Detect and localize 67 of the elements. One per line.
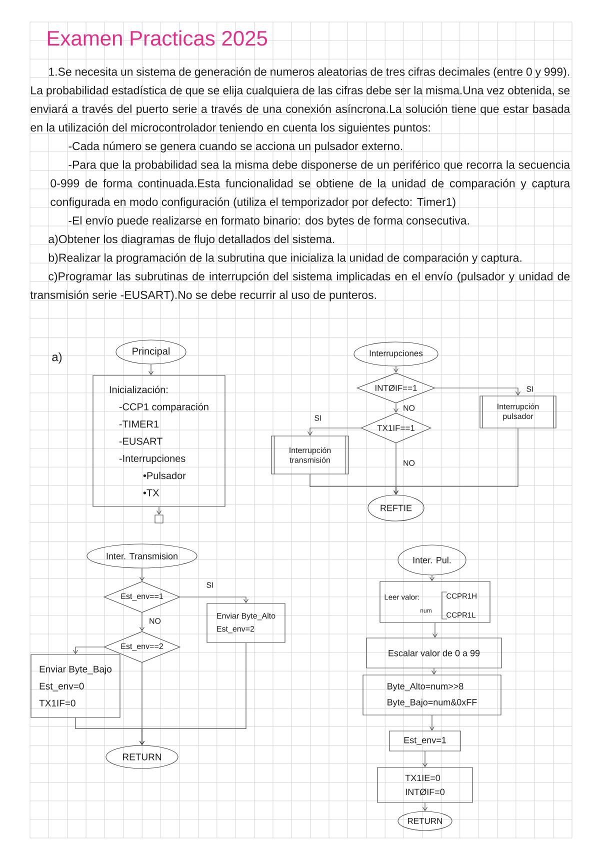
code-line: Byte_Alto=num>>8 <box>388 682 464 692</box>
edge-label: NO <box>402 459 416 467</box>
arrow <box>180 596 249 604</box>
process-box: Escalar valor de 0 a 99 <box>366 638 502 668</box>
list-item: -Interrupciones <box>119 454 186 464</box>
code-line: Enviar Byte_Bajo <box>40 666 112 674</box>
question-text: c)Programar las subrutinas de interrupción del sistema implicadas en el envío (pulsador y unidad de transmisión serie -EUSART).No se debe recurrir al uso de punteros. <box>30 272 570 302</box>
terminal-oval: REFTIE <box>368 494 424 522</box>
process-box <box>30 654 120 718</box>
box-heading: Inicialización: <box>110 386 168 394</box>
process-box <box>380 581 490 623</box>
list-item: -Para que la probabilidad sea la misma debe disponerse de un periférico que recorra la secuencia 0-999 de forma continuada.Esta funcionalidad se obtiene de la unidad de comparación y captura configurada en modo configuración (utiliza el temporizador por defecto: Timer1) <box>50 160 570 208</box>
terminal-oval: Inter. Transmision <box>86 544 198 568</box>
arrow <box>422 802 428 812</box>
paragraph: 1.Se necesita un sistema de generación de numeros aleatorias de tres cifras decimales (entre 0 y 999). La probabilidad estadística de que se elija cualquiera de las cifras debe ser la misma.Una vez obtenida, se enviará a través del puerto serie a través de una conexión asíncrona.La solución tiene que estar basada en la utilización del microcontrolador teniendo en cuenta los siguientes puntos: <box>30 67 570 134</box>
edge-label: SI <box>525 385 535 393</box>
list-item: -CCP1 comparación <box>119 402 208 412</box>
code-line: Byte_Bajo=num&0xFF <box>388 698 477 708</box>
code-line: Est_env=0 <box>40 682 84 692</box>
edge-label: SI <box>205 581 215 589</box>
arrow <box>139 568 145 582</box>
arrow <box>432 622 438 638</box>
arrow <box>435 388 521 396</box>
terminal-oval: Principal <box>116 340 186 364</box>
title: Examen Practicas 2025 <box>48 30 268 46</box>
code-line: TX1IE=0 <box>405 774 440 782</box>
edge-label: SI <box>313 414 323 422</box>
list-item: -EUSART <box>119 438 162 445</box>
terminal-oval: RETURN <box>398 811 452 831</box>
list-item: -El envío puede realizarse en formato binario: dos bytes de forma consecutiva. <box>68 216 469 227</box>
part-label: a) <box>52 352 62 364</box>
subroutine-box: Interrupción transmisión <box>271 435 349 475</box>
list-item: -Cada número se genera cuando se acciona un pulsador externo. <box>68 142 402 152</box>
arrow <box>429 715 435 731</box>
terminal-oval: Inter. Pul. <box>398 544 466 576</box>
question-text: a)Obtener los diagramas de flujo detallados del sistema. <box>48 234 334 246</box>
edge-label: NO <box>402 404 416 412</box>
list-item: •TX <box>143 489 160 496</box>
list-item: -TIMER1 <box>119 420 158 428</box>
arrow <box>429 575 435 582</box>
arrow <box>139 612 145 632</box>
code-line: Est_env=2 <box>217 626 254 634</box>
process-box: Est_env=1 <box>389 730 461 752</box>
terminal-oval: Interrupciones <box>354 342 438 366</box>
code-line: Enviar Byte_Alto <box>217 612 276 620</box>
list-item: •Pulsador <box>143 472 186 480</box>
arrow <box>431 668 437 675</box>
terminal-oval: RETURN <box>106 745 178 769</box>
process-box <box>377 767 473 803</box>
code-line: TX1IF=0 <box>39 700 76 706</box>
arrow <box>139 642 246 746</box>
process-box <box>362 674 502 716</box>
arrow <box>393 428 518 495</box>
arrow <box>72 646 104 654</box>
arrow <box>148 364 154 376</box>
connector-square <box>154 514 164 524</box>
question-text: b)Realizar la programación de la subrutina que inicializa la unidad de comparación y captura. <box>48 253 522 264</box>
process-box <box>206 603 286 643</box>
subroutine-box: Interrupción pulsador <box>480 395 556 429</box>
arrow <box>393 403 399 413</box>
arrow <box>307 428 361 436</box>
process-box <box>92 375 226 507</box>
arrow <box>393 366 399 373</box>
edge-label: NO <box>148 617 162 625</box>
arrow <box>422 751 428 768</box>
arrow <box>156 506 162 515</box>
code-line: INTØIF=0 <box>406 788 445 796</box>
